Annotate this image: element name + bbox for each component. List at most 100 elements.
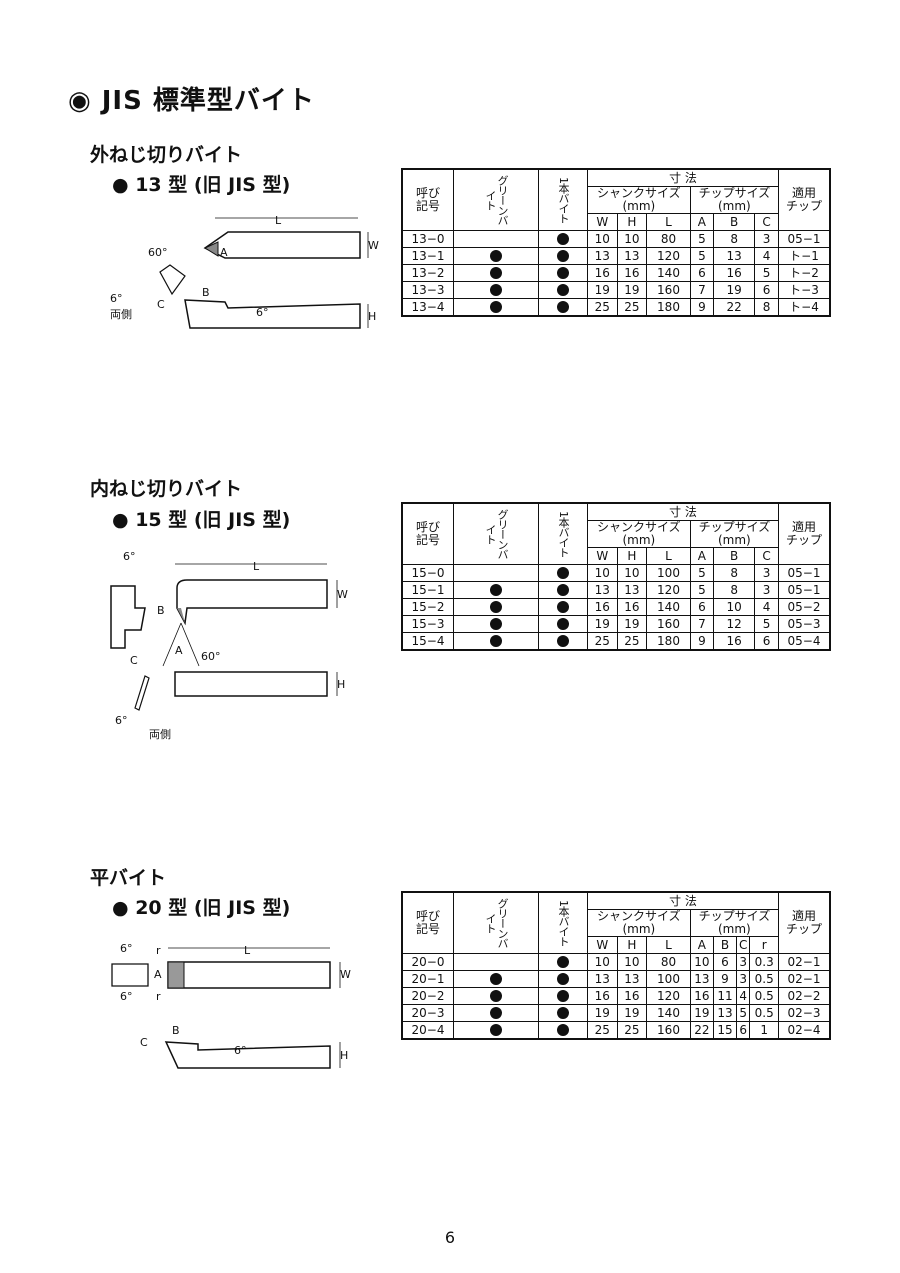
cell-H: 25 [616, 298, 648, 317]
cell-H: 13 [616, 970, 648, 988]
tool-body-top [167, 961, 331, 989]
tool-body-side [164, 1041, 331, 1069]
cell-chip: 02−1 [778, 953, 831, 971]
spec-table-20: 呼び 記号 グリーンバイト 1本バイト 寸 法 適用 チップ シャンクサイズ (… [401, 891, 831, 1040]
cell-C: 3 [754, 581, 779, 599]
page-title: ◉ JIS 標準型バイト [68, 86, 315, 116]
hdr-A: A [689, 213, 715, 231]
availability-dot [557, 267, 569, 279]
hdr-code: 呼び 記号 [401, 502, 454, 565]
hdr-A: A [689, 936, 714, 954]
cell-H: 19 [616, 615, 648, 633]
cell-W: 19 [587, 1004, 618, 1022]
tool-body-side [184, 299, 361, 329]
hdr-W: W [587, 213, 618, 231]
section-subtitle-15: ● 15 型 (旧 JIS 型) [112, 509, 291, 531]
cell-chip: ト−4 [778, 298, 831, 317]
cell-B: 13 [713, 247, 756, 265]
hdr-one: 1本バイト [538, 502, 588, 565]
hdr-A: A [689, 547, 715, 565]
label-W: W [337, 588, 348, 601]
label-60deg: 60° [148, 246, 168, 259]
hdr-shank: シャンクサイズ (mm) [587, 909, 691, 937]
label-r1: r [156, 944, 161, 957]
cell-code: 15−2 [401, 598, 454, 616]
label-W: W [368, 239, 379, 252]
hdr-H: H [616, 547, 648, 565]
availability-dot [490, 284, 502, 296]
availability-dot [557, 567, 569, 579]
label-H: H [337, 678, 345, 691]
label-W: W [340, 968, 351, 981]
availability-dot [490, 1007, 502, 1019]
cell-chip: ト−1 [778, 247, 831, 265]
availability-dot [490, 601, 502, 613]
hdr-C: C [736, 936, 751, 954]
cell-C: 3 [736, 970, 751, 988]
hdr-C: C [754, 547, 779, 565]
cell-B: 11 [712, 987, 738, 1005]
cell-one [538, 1004, 588, 1022]
tool-tip [203, 241, 219, 257]
cell-C: 3 [736, 953, 751, 971]
cell-L: 160 [646, 615, 691, 633]
cell-green [453, 298, 539, 317]
cell-A: 7 [689, 615, 715, 633]
label-6deg-a: 6° [120, 942, 133, 955]
section-subtitle-20: ● 20 型 (旧 JIS 型) [112, 897, 291, 919]
availability-dot [557, 618, 569, 630]
diagram-15: 6° B C L W A 60° H 6° 両側 [110, 550, 348, 741]
cell-B: 16 [713, 632, 756, 651]
cell-L: 100 [646, 564, 691, 582]
cell-code: 13−4 [401, 298, 454, 317]
cell-r: 0.5 [749, 970, 779, 988]
cell-L: 160 [646, 281, 691, 299]
availability-dot [490, 1024, 502, 1036]
section-title-flat: 平バイト [90, 867, 167, 889]
cell-code: 13−1 [401, 247, 454, 265]
cell-C: 5 [736, 1004, 751, 1022]
cell-C: 8 [754, 298, 779, 317]
hdr-dims: 寸 法 [587, 502, 779, 521]
cell-A: 5 [689, 581, 715, 599]
cell-B: 8 [713, 581, 756, 599]
label-6deg-b: 6° [256, 306, 269, 319]
label-C: C [157, 298, 165, 311]
cell-one [538, 281, 588, 299]
cell-C: 6 [754, 632, 779, 651]
availability-dot [557, 601, 569, 613]
hdr-chip: チップサイズ (mm) [689, 520, 780, 548]
cell-A: 22 [689, 1021, 714, 1040]
cell-chip: 02−3 [778, 1004, 831, 1022]
hdr-r: r [749, 936, 779, 954]
cell-chip: 05−3 [778, 615, 831, 633]
availability-dot [557, 1007, 569, 1019]
cell-code: 15−3 [401, 615, 454, 633]
cell-one [538, 264, 588, 282]
cell-W: 13 [587, 581, 618, 599]
cell-L: 120 [646, 247, 691, 265]
cell-A: 6 [689, 598, 715, 616]
hdr-chip: チップサイズ (mm) [689, 186, 780, 214]
cell-H: 19 [616, 1004, 648, 1022]
cell-chip: 02−1 [778, 970, 831, 988]
cell-L: 140 [646, 264, 691, 282]
label-A: A [175, 644, 183, 657]
label-B: B [202, 286, 210, 299]
cell-A: 19 [689, 1004, 714, 1022]
cell-A: 5 [689, 247, 715, 265]
hdr-green: グリーンバイト [453, 502, 539, 565]
availability-dot [557, 250, 569, 262]
cell-code: 15−1 [401, 581, 454, 599]
cell-chip: 05−4 [778, 632, 831, 651]
cell-one [538, 598, 588, 616]
cell-B: 19 [713, 281, 756, 299]
cell-C: 4 [754, 598, 779, 616]
cell-green [453, 1004, 539, 1022]
spec-table-13: 呼び 記号 グリーンバイト 1本バイト 寸 法 適用 チップ シャンクサイズ (… [401, 168, 831, 317]
cell-H: 25 [616, 632, 648, 651]
